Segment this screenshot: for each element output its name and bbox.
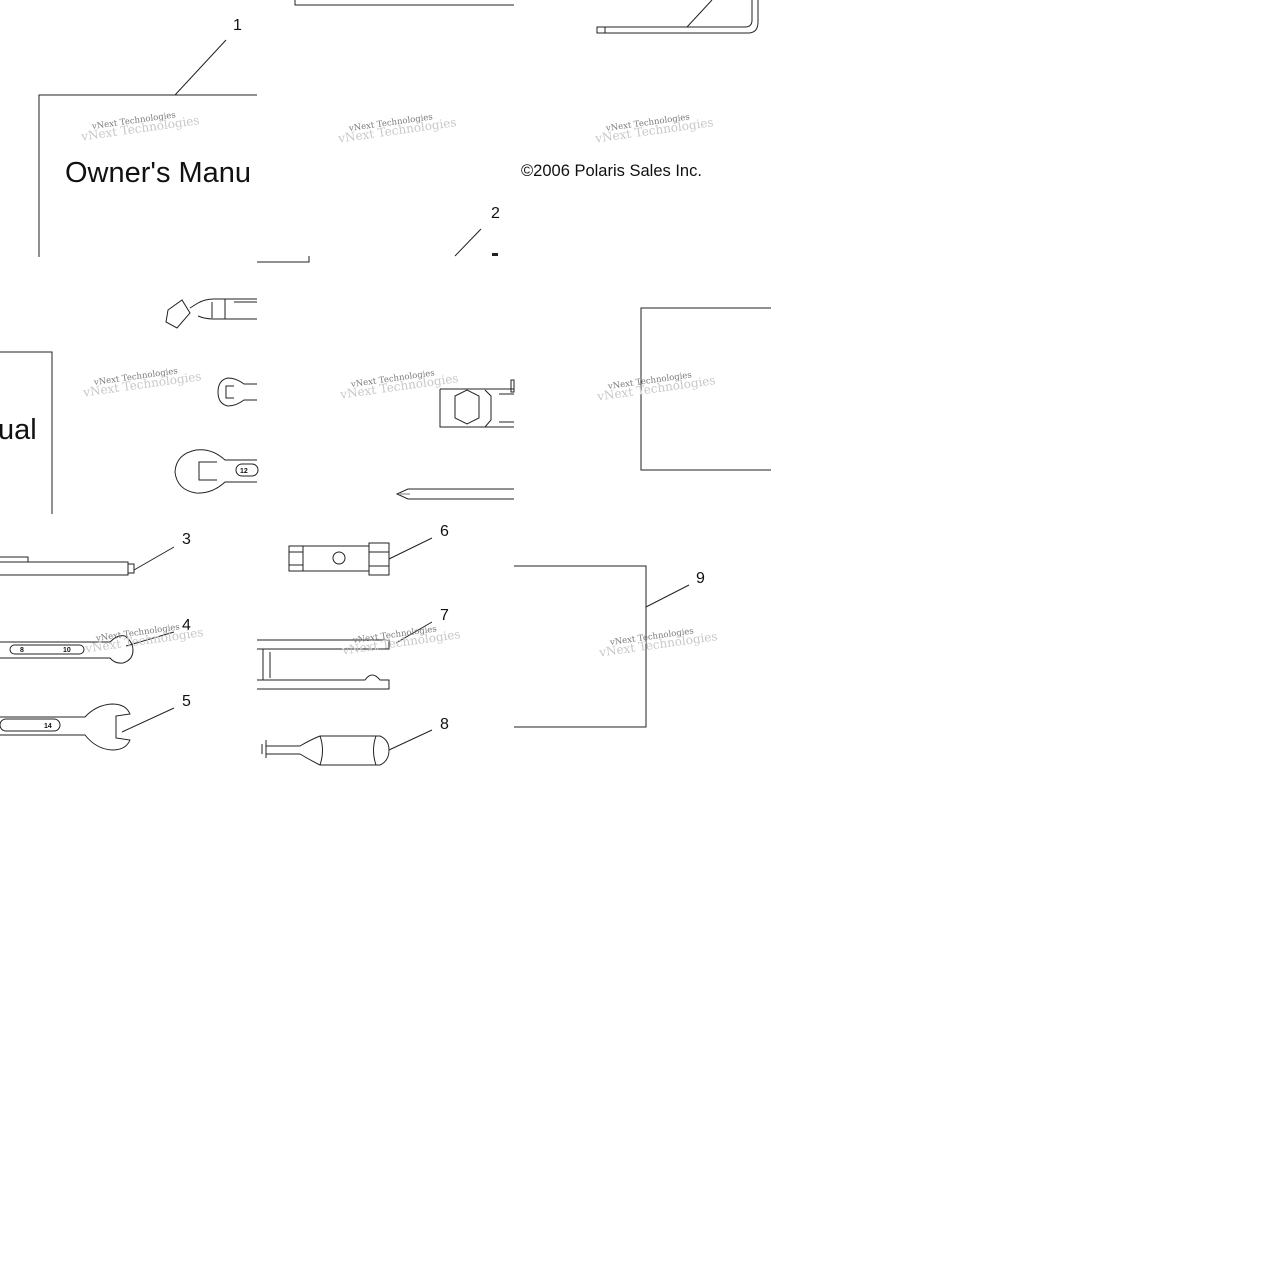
watermark-8: vNext Technologies vNext Technologies	[340, 624, 461, 657]
watermark-3: vNext Technologies vNext Technologies	[593, 112, 714, 145]
owners-manual-mid: ual	[0, 351, 53, 514]
watermark-9: vNext Technologies vNext Technologies	[597, 626, 718, 659]
spark-plug-wrench	[288, 542, 390, 576]
callout-leader-9	[645, 584, 690, 608]
callout-5: 5	[182, 693, 191, 710]
callout-leader-4	[125, 631, 175, 647]
screwdriver-handle	[261, 735, 390, 766]
wrench-14mm: 14	[0, 703, 131, 751]
hex-key-top	[596, 0, 759, 34]
callout-leader-1	[174, 39, 227, 96]
extension-bar	[0, 556, 135, 576]
callout-leader-5	[121, 707, 175, 733]
small-wrench-row2	[217, 377, 257, 407]
bag-box-mid	[640, 307, 771, 471]
wrench-mark-8: 8	[20, 647, 24, 654]
manual-title-fragment-top: Owner's Manu	[65, 157, 251, 189]
watermark-1: vNext Technologies vNext Technologies	[79, 110, 200, 143]
watermark-4: vNext Technologies vNext Technologies	[81, 366, 202, 399]
wrench-mark-10: 10	[63, 647, 71, 654]
copyright-text: ©2006 Polaris Sales Inc.	[521, 162, 702, 180]
callout-leader-7	[395, 621, 433, 644]
callout-4: 4	[182, 617, 191, 634]
spark-plug-socket	[439, 379, 515, 428]
callout-6: 6	[440, 523, 449, 540]
socket-wrench	[165, 298, 257, 329]
callout-1: 1	[233, 17, 242, 34]
callout-leader-2	[454, 228, 482, 257]
callout-7: 7	[440, 607, 449, 624]
watermark-2: vNext Technologies vNext Technologies	[336, 112, 457, 145]
callout-leader-3	[133, 546, 175, 571]
watermark-6: vNext Technologies vNext Technologies	[595, 370, 716, 403]
callout-leader-8	[388, 729, 433, 751]
wrench-12mm-row2: 12	[174, 449, 259, 494]
wrench-mark-12: 12	[240, 468, 248, 475]
callout-2: 2	[491, 205, 500, 222]
callout-8: 8	[440, 716, 449, 733]
watermark-5: vNext Technologies vNext Technologies	[338, 368, 459, 401]
owners-manual-top: Owner's Manu	[38, 94, 257, 257]
screwdriver-shaft	[395, 488, 514, 500]
wrench-mark-14: 14	[44, 723, 52, 730]
callout-9: 9	[696, 570, 705, 587]
manual-title-fragment-mid: ual	[0, 414, 37, 446]
copyright-year-owner: 2006 Polaris Sales Inc.	[533, 162, 702, 180]
wrench-8x10: 8 10	[0, 635, 134, 664]
top-box-fragment	[294, 0, 514, 6]
flat-tool	[257, 639, 390, 690]
callout-3: 3	[182, 531, 191, 548]
small-mark	[492, 253, 498, 256]
middle-box-fragment	[257, 256, 310, 263]
callout-leader-6	[388, 537, 433, 560]
copyright-symbol: ©	[521, 162, 533, 180]
bag-box-bottom	[514, 565, 647, 728]
